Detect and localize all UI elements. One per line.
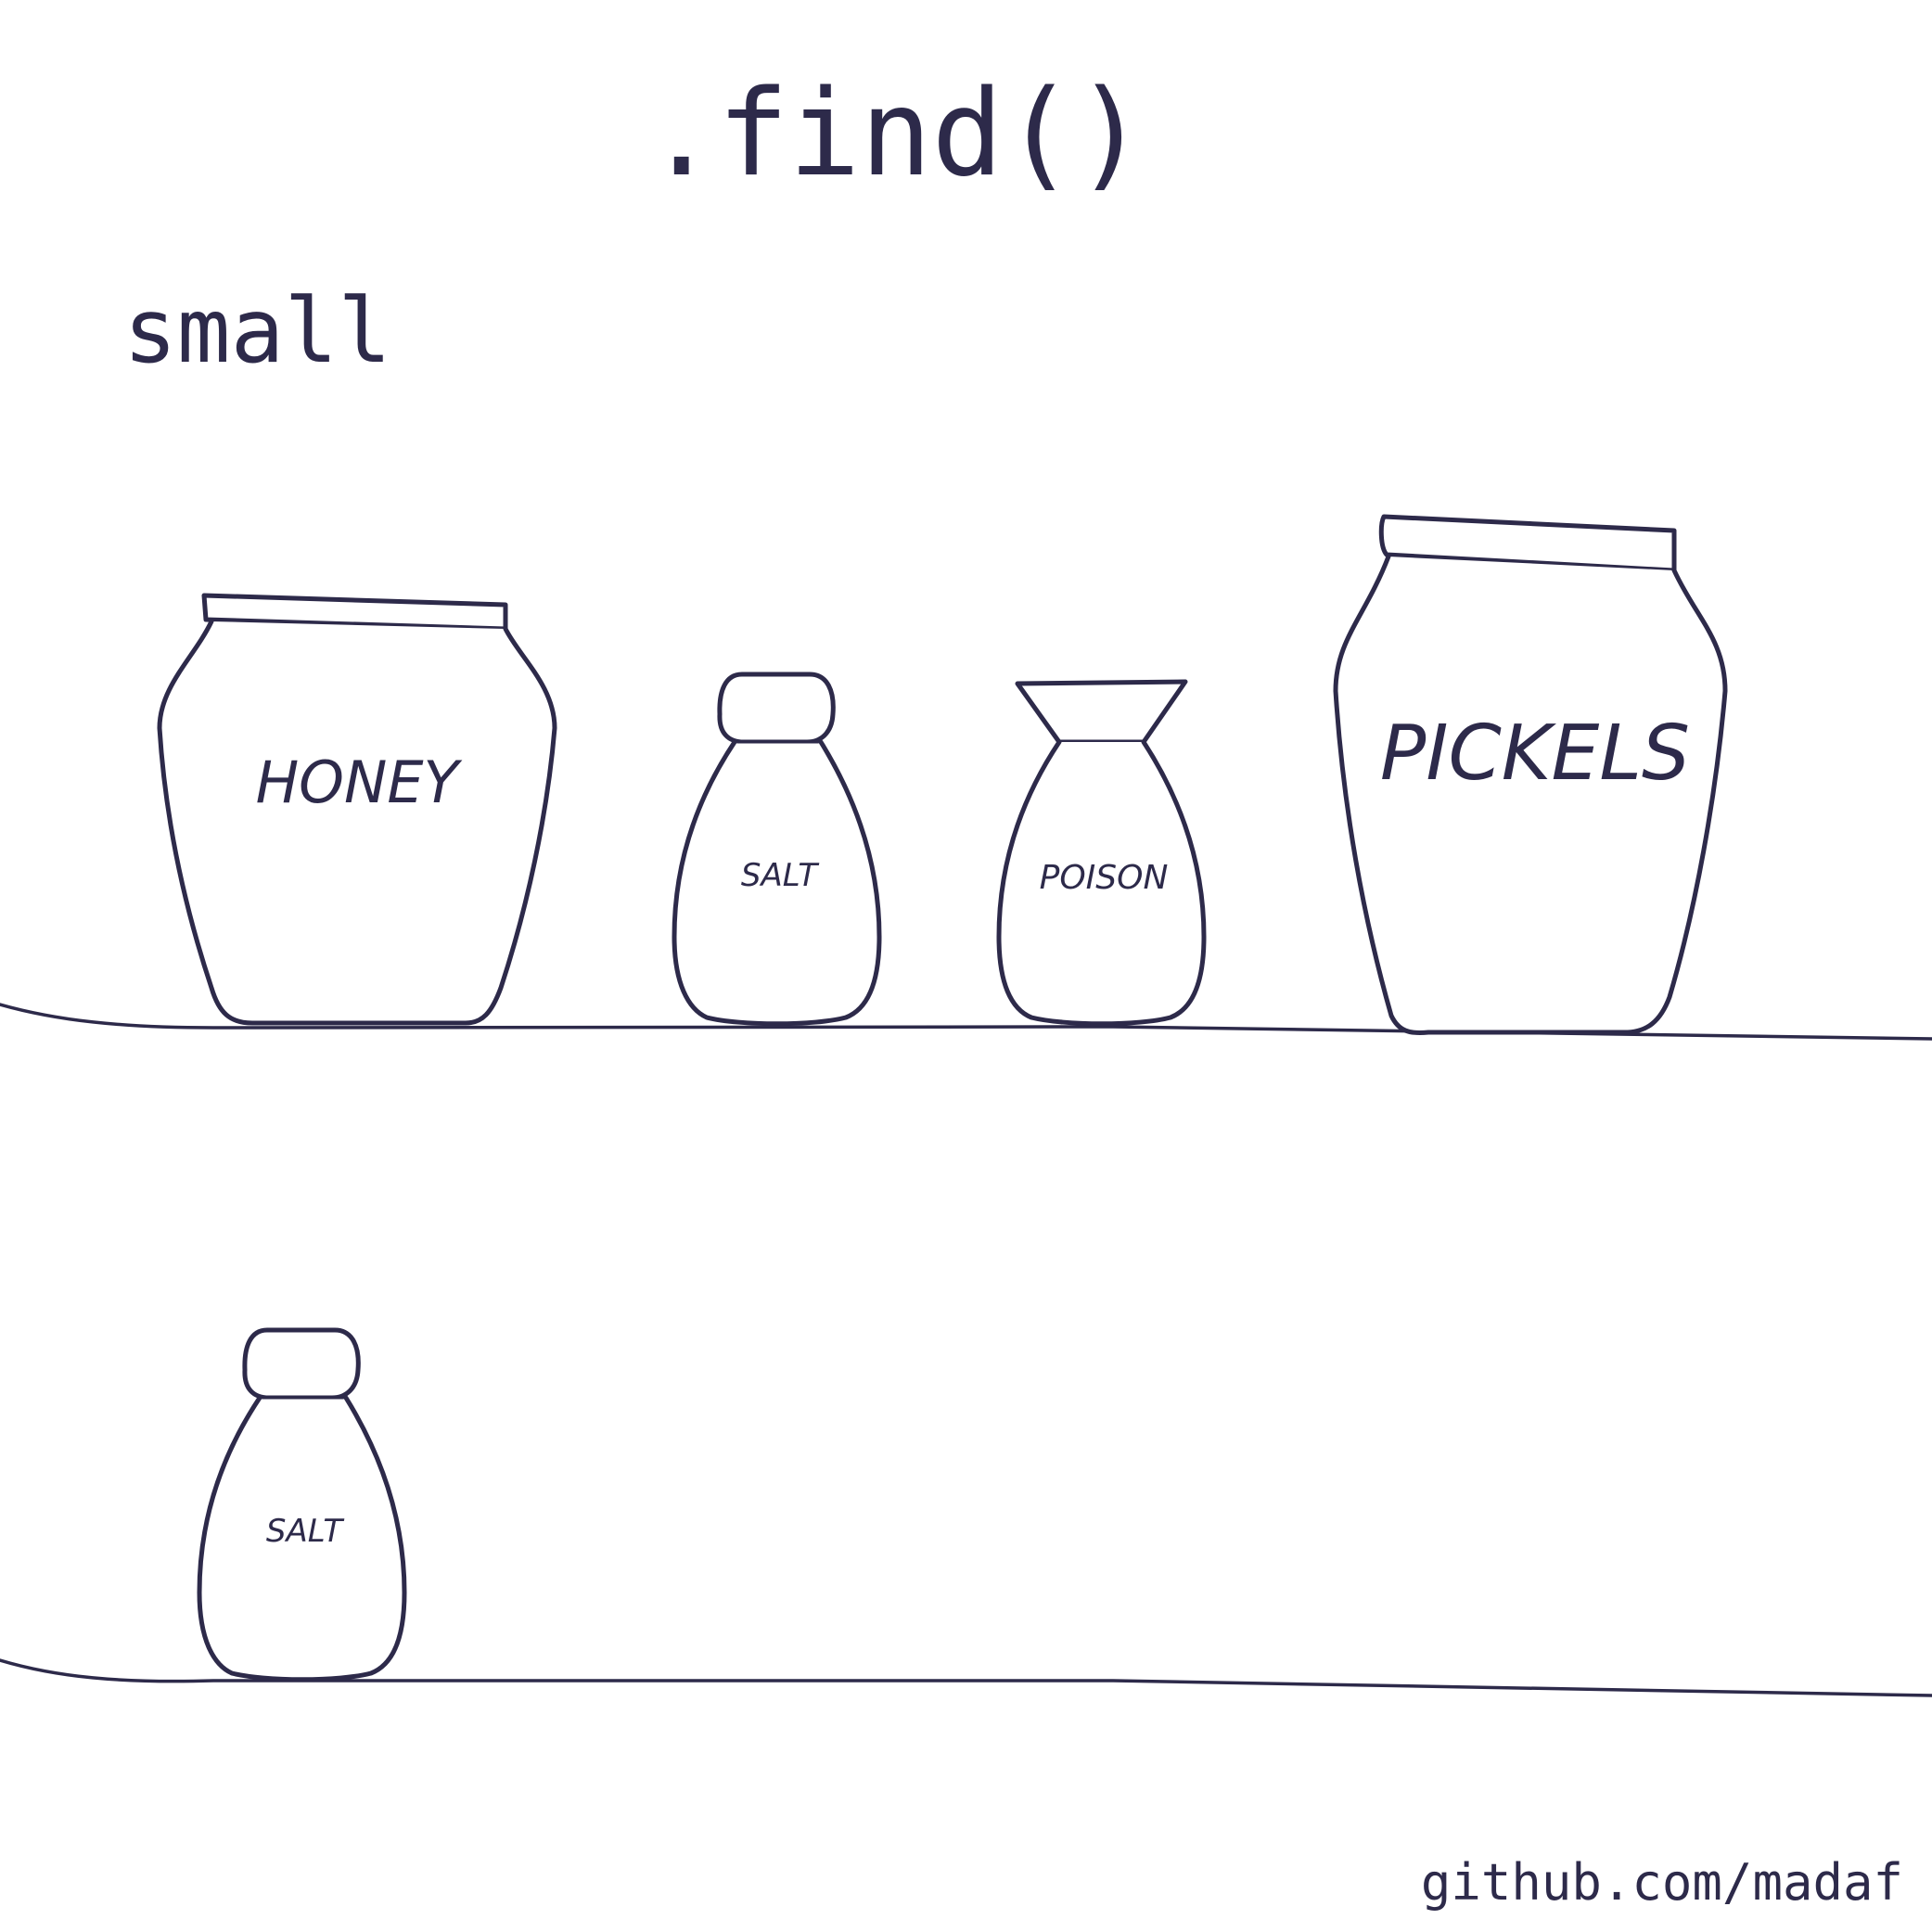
poison-bottle: POISON (996, 679, 1207, 1027)
credit-link[interactable]: github.com/madaf (1421, 1853, 1903, 1912)
pickels-jar: PICKELS (1333, 514, 1728, 1035)
argument-label: small (123, 279, 391, 383)
jar-label-salt: SALT (741, 857, 819, 894)
salt-shaker-top: SALT (672, 672, 882, 1027)
jar-label-pickels: PICKELS (1380, 710, 1690, 798)
honey-jar: HONEY (157, 593, 557, 1026)
salt-shaker-result: SALT (197, 1327, 407, 1683)
jar-label-poison: POISON (1040, 859, 1169, 897)
page-title: .find() (646, 65, 1145, 203)
jar-label-honey: HONEY (256, 748, 463, 816)
jar-label-salt-result: SALT (266, 1513, 344, 1550)
bottom-shelf (0, 1658, 1932, 1697)
top-shelf (0, 1003, 1932, 1041)
